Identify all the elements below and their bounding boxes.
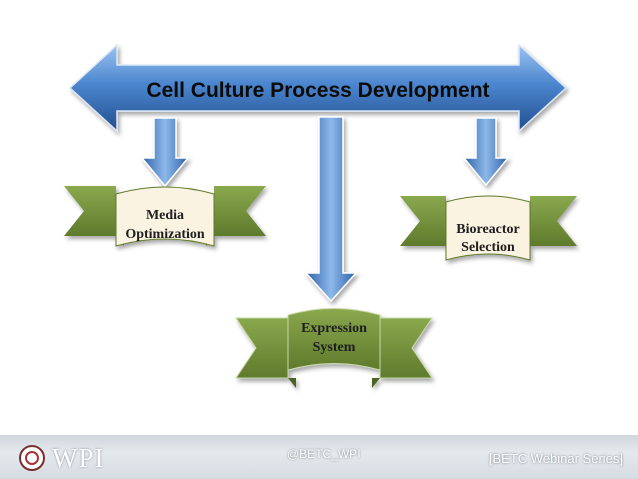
diagram-title: Cell Culture Process Development (146, 79, 489, 102)
banner-media-optimization (64, 186, 266, 247)
node-media-line2: Optimization (125, 227, 205, 242)
banner-bioreactor-selection (400, 195, 577, 261)
node-bioreactor-line1: Bioreactor (456, 222, 520, 237)
arrow-to-expression (304, 116, 358, 303)
arrow-to-media (140, 117, 190, 188)
title-arrow (68, 43, 568, 133)
banner-expression-system (235, 308, 433, 388)
webinar-series-label: [BETC Webinar Series] (488, 451, 623, 466)
node-expression-line2: System (313, 340, 356, 355)
wpi-seal-icon (19, 445, 45, 471)
node-expression-line1: Expression (301, 321, 367, 336)
process-diagram: Cell Culture Process Development Media O… (64, 43, 577, 388)
wpi-logo-text: WPI (52, 443, 105, 473)
node-bioreactor-line2: Selection (461, 240, 515, 255)
arrow-to-bioreactor (462, 117, 510, 187)
twitter-handle: @BETC_WPI (287, 447, 361, 461)
node-media-line1: Media (146, 208, 184, 223)
footer-bar (0, 435, 638, 479)
